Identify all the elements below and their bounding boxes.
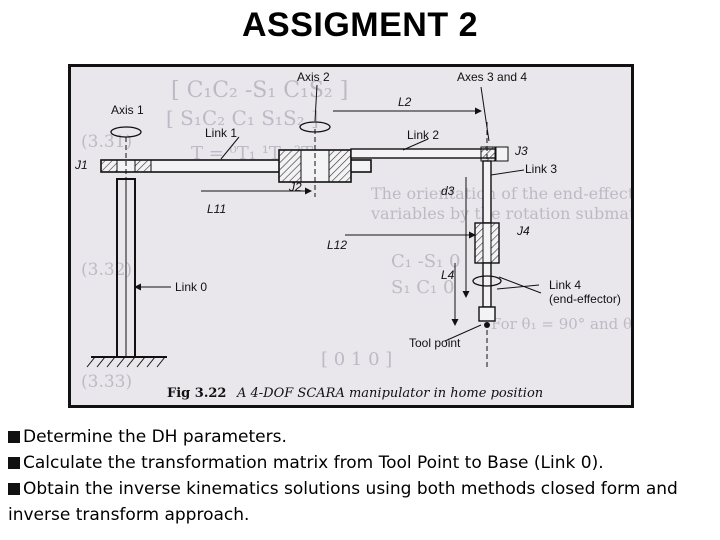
label-d3: d3 — [441, 184, 455, 198]
caption-text: A 4-DOF SCARA manipulator in home positi… — [236, 386, 543, 401]
svg-text:For θ₁ = 90° and θ₂ = -45°: For θ₁ = 90° and θ₂ = -45° — [491, 315, 631, 333]
leader-lines — [134, 84, 542, 342]
label-J4: J4 — [516, 224, 530, 238]
label-J3: J3 — [514, 144, 528, 158]
task-list: Determine the DH parameters. Calculate t… — [8, 424, 714, 528]
label-tool-point: Tool point — [409, 336, 461, 350]
square-bullet-icon — [8, 431, 20, 443]
svg-text:(3.32): (3.32) — [81, 260, 132, 280]
link-3-shaft — [474, 122, 500, 367]
svg-text:[ S₁C₂ C₁ S₁S₂ ]: [ S₁C₂ C₁ S₁S₂ ] — [166, 106, 319, 130]
label-link-2: Link 2 — [407, 128, 439, 142]
scara-diagram: [ C₁C₂ -S₁ C₁S₂ ] [ S₁C₂ C₁ S₁S₂ ] (3.31… — [74, 70, 631, 401]
label-L12: L12 — [327, 238, 347, 252]
label-L4: L4 — [441, 268, 455, 282]
svg-text:[ 0 1 0 ]: [ 0 1 0 ] — [321, 349, 392, 370]
label-J2: J2 — [288, 180, 302, 194]
rotation-indicators — [110, 121, 502, 287]
svg-text:(3.33): (3.33) — [81, 372, 132, 392]
task-text: Calculate the transformation matrix from… — [23, 453, 604, 473]
svg-text:[ C₁C₂ -S₁ C₁S₂ ]: [ C₁C₂ -S₁ C₁S₂ ] — [171, 78, 348, 103]
svg-text:C₁ -S₁ 0: C₁ -S₁ 0 — [391, 251, 461, 272]
label-link-0: Link 0 — [175, 280, 207, 294]
dimension-lines — [201, 107, 482, 326]
label-axes-3-4: Axes 3 and 4 — [457, 70, 527, 84]
task-item: Obtain the inverse kinematics solutions … — [8, 476, 714, 528]
label-L2: L2 — [398, 95, 412, 109]
label-end-effector: (end-effector) — [549, 292, 621, 306]
svg-text:S₁ C₁ 0: S₁ C₁ 0 — [391, 277, 454, 298]
label-axis-2: Axis 2 — [297, 70, 330, 84]
task-text: Obtain the inverse kinematics solutions … — [8, 479, 678, 525]
label-L11: L11 — [207, 202, 226, 216]
svg-text:(3.31): (3.31) — [81, 132, 132, 152]
diagram-labels: Axis 1 Axis 2 Axes 3 and 4 L2 Link 1 Lin… — [74, 70, 621, 350]
scara-figure: [ C₁C₂ -S₁ C₁S₂ ] [ S₁C₂ C₁ S₁S₂ ] (3.31… — [68, 64, 634, 408]
label-J1: J1 — [74, 158, 88, 172]
caption-number: Fig 3.22 — [167, 386, 226, 401]
figure-caption: Fig 3.22 A 4-DOF SCARA manipulator in ho… — [167, 386, 543, 401]
task-item: Determine the DH parameters. — [8, 424, 714, 450]
square-bullet-icon — [8, 483, 20, 495]
label-link-4: Link 4 — [549, 278, 581, 292]
joint-2-housing — [278, 129, 352, 197]
task-item: Calculate the transformation matrix from… — [8, 450, 714, 476]
task-text: Determine the DH parameters. — [23, 427, 287, 447]
svg-text:The orientation of the end-eff: The orientation of the end-effector — [371, 184, 631, 203]
slide-title: ASSIGMENT 2 — [242, 6, 478, 44]
square-bullet-icon — [8, 457, 20, 469]
svg-text:variables by the rotation subm: variables by the rotation submatrix of T — [370, 204, 631, 223]
link-2-arm — [350, 146, 509, 162]
label-link-1: Link 1 — [205, 126, 237, 140]
bleed-through-texture: [ C₁C₂ -S₁ C₁S₂ ] [ S₁C₂ C₁ S₁S₂ ] (3.31… — [81, 78, 631, 392]
label-link-3: Link 3 — [525, 162, 557, 176]
label-axis-1: Axis 1 — [111, 103, 144, 117]
